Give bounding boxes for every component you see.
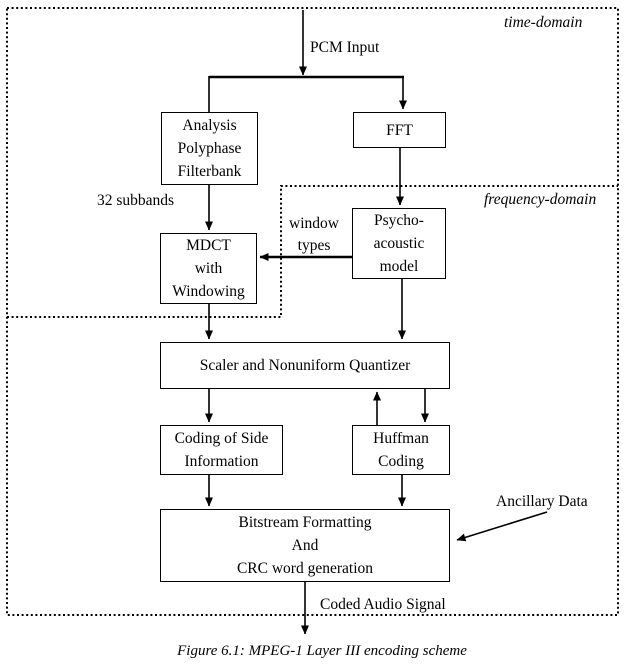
block-text-line: Huffman <box>373 430 429 447</box>
window-types-line2: types <box>297 237 331 254</box>
ancillary-data-label: Ancillary Data <box>496 493 588 510</box>
block-analysis-polyphase-filterbank: Analysis Polyphase Filterbank <box>161 112 258 185</box>
frequency-domain-label: frequency-domain <box>484 191 597 208</box>
block-scaler-nonuniform-quantizer: Scaler and Nonuniform Quantizer <box>160 342 450 389</box>
arrow-ancillary-to-bitstream <box>456 511 548 542</box>
coded-audio-signal-label: Coded Audio Signal <box>320 596 446 613</box>
pcm-input-label: PCM Input <box>310 39 380 56</box>
block-text-line: CRC word generation <box>236 560 374 577</box>
block-text-line: acoustic <box>373 235 425 252</box>
time-domain-label: time-domain <box>504 14 583 31</box>
block-text-line: Information <box>184 453 259 470</box>
subbands-label: 32 subbands <box>97 192 175 209</box>
block-text-line: model <box>379 258 419 275</box>
block-psychoacoustic-model: Psycho- acoustic model <box>352 208 446 279</box>
block-fft: FFT <box>353 112 446 148</box>
block-text-line: Psycho- <box>374 212 424 229</box>
block-coding-of-side-information: Coding of Side Information <box>160 425 283 475</box>
figure-caption: Figure 6.1: MPEG-1 Layer III encoding sc… <box>177 643 467 659</box>
block-huffman-coding: Huffman Coding <box>352 425 450 475</box>
block-text-line: FFT <box>386 121 413 139</box>
block-text-line: Filterbank <box>177 163 242 180</box>
block-text-line: with <box>194 260 223 277</box>
block-text-line: Coding <box>378 453 424 470</box>
block-text-line: Bitstream Formatting <box>238 514 372 531</box>
block-text-line: Coding of Side <box>174 430 269 447</box>
block-text-line: And <box>291 537 319 554</box>
window-types-label: window types <box>282 213 346 257</box>
block-text-line: Scaler and Nonuniform Quantizer <box>199 357 411 374</box>
block-text-line: MDCT <box>186 237 231 254</box>
outer-dotted-border <box>6 7 619 616</box>
block-text-line: Windowing <box>172 283 245 300</box>
block-mdct-with-windowing: MDCT with Windowing <box>160 233 257 304</box>
block-text-line: Analysis <box>182 117 237 134</box>
block-bitstream-formatting-crc: Bitstream Formatting And CRC word genera… <box>160 509 450 582</box>
window-types-line1: window <box>289 215 339 232</box>
block-text-line: Polyphase <box>177 140 242 157</box>
